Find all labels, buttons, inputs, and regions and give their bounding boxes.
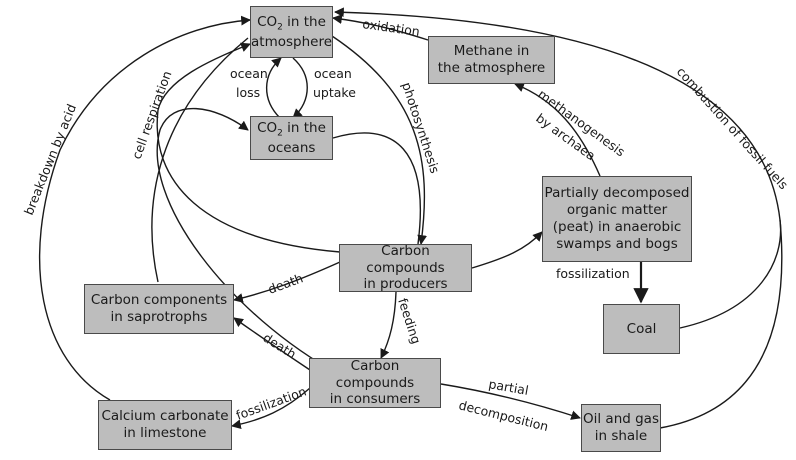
node-co2-oceans: CO2 in the oceans xyxy=(250,116,333,160)
arrow-ocean-loss xyxy=(266,57,282,119)
oil-gas-line1: Oil and gas xyxy=(583,411,659,428)
limestone-line1: Calcium carbonate xyxy=(101,408,229,425)
co2-oceans-line2: oceans xyxy=(267,139,316,156)
label-fossilization-consumers: fossilization xyxy=(234,384,308,423)
arrow-methanogenesis xyxy=(514,82,601,177)
node-methane: Methane in the atmosphere xyxy=(428,36,555,84)
arrow-combustion xyxy=(334,7,783,429)
node-saprotrophs: Carbon components in saprotrophs xyxy=(84,284,234,334)
node-coal: Coal xyxy=(603,304,680,354)
label-feeding: feeding xyxy=(395,296,424,345)
label-death-producers: death xyxy=(266,270,305,296)
arrow-death-producers xyxy=(233,261,341,303)
label-combustion: combustion of fossil fuels xyxy=(674,64,792,192)
peat-line1: Partially decomposed xyxy=(544,185,690,202)
co2-atm-line2: atmosphere xyxy=(251,33,332,50)
methane-line2: the atmosphere xyxy=(437,60,546,76)
node-consumers: Carbon compounds in consumers xyxy=(309,358,441,408)
label-cell-respiration: cell respiration xyxy=(129,69,175,161)
label-ocean-uptake-1: ocean xyxy=(314,66,352,81)
arrow-fossilization-limestone xyxy=(231,387,311,430)
co2-oceans-subscript: 2 xyxy=(277,128,283,139)
saprotrophs-line2: in saprotrophs xyxy=(110,309,208,325)
arrow-breakdown-by-acid xyxy=(38,15,251,401)
arrow-ocean-uptake xyxy=(292,57,308,119)
peat-line3: (peat) in anaerobic xyxy=(552,219,682,235)
co2-oceans-text: CO xyxy=(257,119,278,136)
label-ocean-loss-2: loss xyxy=(236,85,260,100)
peat-line4: swamps and bogs xyxy=(556,235,678,252)
producers-line2: in producers xyxy=(363,276,448,293)
arrow-cell-respiration-producers xyxy=(156,42,341,253)
node-limestone: Calcium carbonate in limestone xyxy=(98,400,232,450)
oil-gas-line2: in shale xyxy=(594,428,648,444)
producers-line1: Carbon compounds xyxy=(366,242,445,276)
node-oil-gas: Oil and gas in shale xyxy=(581,404,661,452)
coal-line1: Coal xyxy=(626,320,657,337)
limestone-line2: in limestone xyxy=(123,425,207,441)
arrow-feeding xyxy=(380,291,397,359)
node-producers: Carbon compounds in producers xyxy=(339,242,472,293)
methane-line1: Methane in xyxy=(453,43,530,60)
label-fossilization-peat: fossilization xyxy=(556,266,630,281)
arrow-oceans-to-producers xyxy=(332,132,422,245)
node-co2-atmosphere: CO2 in the atmosphere xyxy=(250,6,333,58)
label-breakdown-by-acid: breakdown by acid xyxy=(21,102,79,217)
arrow-oxidation xyxy=(332,14,429,41)
label-oxidation: oxidation xyxy=(362,16,421,39)
co2-atm-subscript: 2 xyxy=(277,22,283,33)
co2-atm-text: CO xyxy=(257,13,278,30)
arrow-photosynthesis xyxy=(331,35,428,245)
node-peat: Partially decomposed organic matter (pea… xyxy=(542,176,692,262)
consumers-line1: Carbon compounds xyxy=(335,357,415,391)
co2-oceans-rest: in the xyxy=(282,119,326,136)
arrow-cell-respiration-saprotrophs xyxy=(151,37,249,283)
arrow-combustion-coal xyxy=(679,219,782,329)
peat-line2: organic matter xyxy=(566,202,668,219)
arrow-consumers-to-oceans xyxy=(156,107,341,376)
consumers-line2: in consumers xyxy=(329,391,421,408)
arrow-partial-decomposition xyxy=(440,383,581,420)
label-decomposition: decomposition xyxy=(457,397,550,434)
arrow-producers-to-peat xyxy=(471,231,543,269)
label-partial: partial xyxy=(487,376,529,398)
label-ocean-loss-1: ocean xyxy=(230,66,268,81)
arrow-death-consumers xyxy=(233,317,311,371)
co2-atm-rest: in the xyxy=(282,13,326,30)
saprotrophs-line1: Carbon components xyxy=(90,292,228,309)
label-ocean-uptake-2: uptake xyxy=(313,85,356,100)
